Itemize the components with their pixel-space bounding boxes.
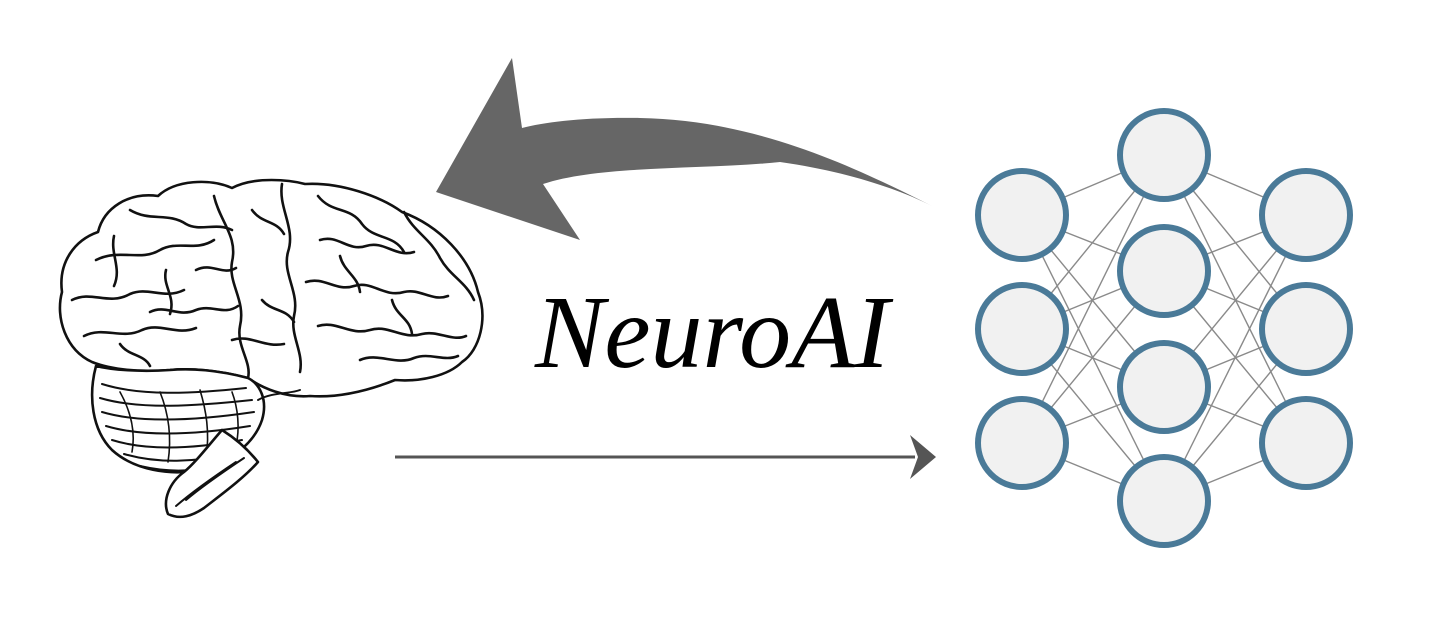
network-node [1117, 340, 1211, 434]
neural-network-icon [975, 108, 1353, 548]
network-edge [1163, 154, 1307, 444]
network-node [1259, 282, 1353, 376]
network-node [1117, 454, 1211, 548]
brain-icon [58, 178, 484, 519]
arrow-right-icon [395, 435, 936, 479]
network-node [1259, 396, 1353, 490]
network-node [975, 282, 1069, 376]
network-edge [1021, 154, 1165, 444]
network-node [1259, 168, 1353, 262]
network-node [975, 168, 1069, 262]
network-node [1117, 108, 1211, 202]
curved-arrow-left-icon [436, 58, 932, 240]
diagram-title: NeuroAI [535, 275, 890, 390]
network-node [975, 396, 1069, 490]
network-edge [1163, 214, 1307, 502]
network-node [1117, 224, 1211, 318]
